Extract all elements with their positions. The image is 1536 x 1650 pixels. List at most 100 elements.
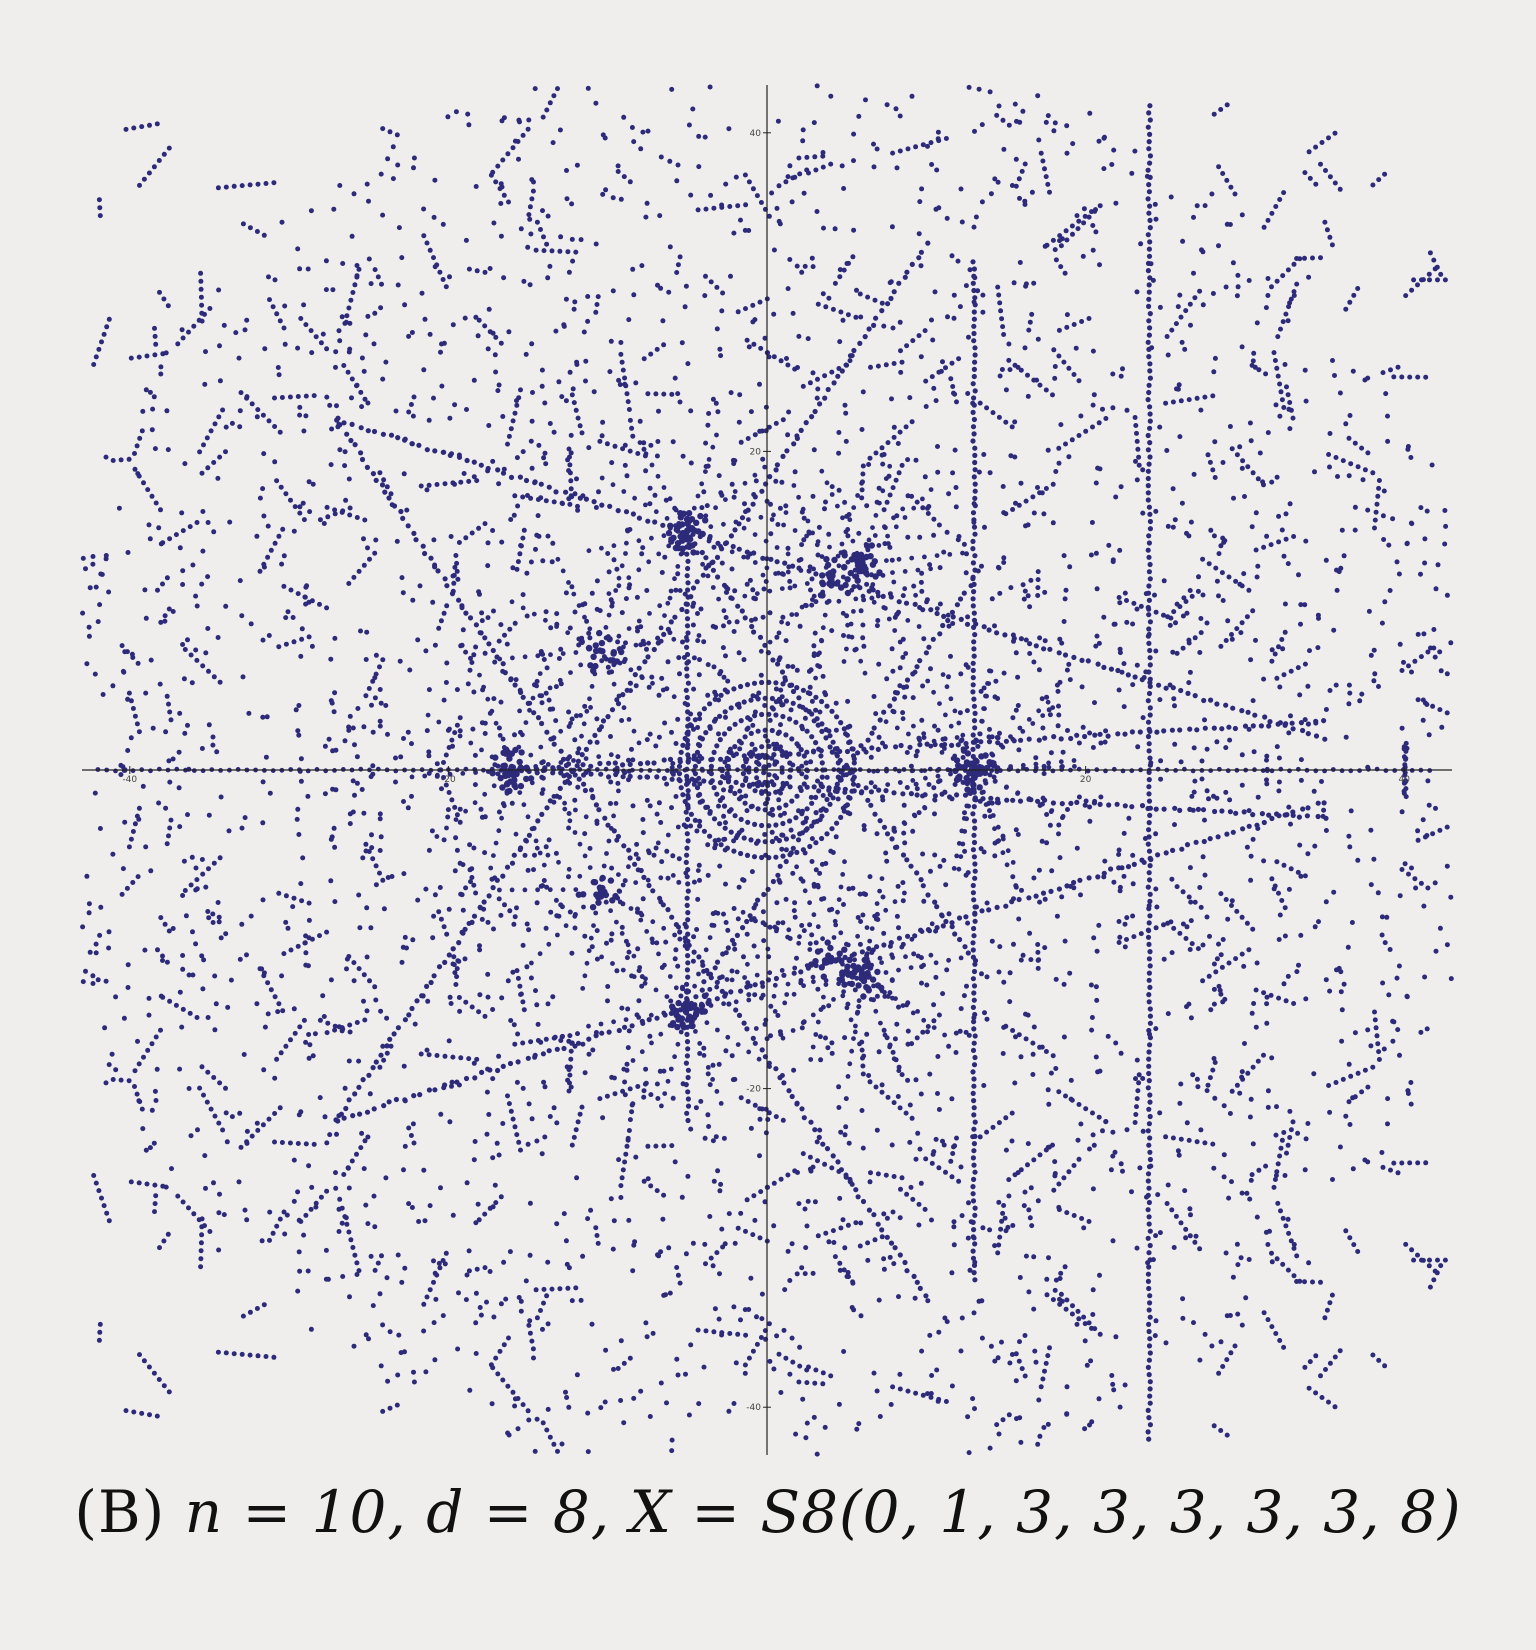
data-point	[992, 778, 998, 784]
data-point	[579, 733, 584, 739]
data-point	[605, 551, 611, 556]
data-point	[1147, 275, 1153, 281]
data-point	[1017, 725, 1023, 731]
data-point	[1027, 930, 1033, 936]
data-point	[1298, 720, 1304, 726]
data-point	[941, 1142, 947, 1148]
data-point	[611, 1218, 617, 1224]
data-point	[254, 1120, 260, 1126]
data-point	[409, 1005, 415, 1012]
data-point	[585, 318, 591, 324]
data-point	[364, 905, 370, 911]
data-point	[467, 615, 474, 621]
data-point	[599, 502, 605, 508]
data-point	[587, 635, 593, 641]
data-point	[1188, 1015, 1194, 1021]
data-point	[978, 688, 984, 694]
data-point	[568, 670, 573, 675]
data-point	[1045, 1421, 1051, 1427]
data-point	[496, 725, 502, 731]
data-point	[1321, 718, 1327, 724]
data-point	[578, 1297, 584, 1303]
data-point	[798, 747, 804, 753]
data-point	[882, 989, 887, 995]
data-point	[972, 958, 979, 964]
data-point	[1124, 1127, 1130, 1133]
data-point	[629, 746, 634, 752]
data-point	[1054, 913, 1060, 919]
data-point	[1323, 828, 1329, 833]
data-point	[1184, 924, 1190, 930]
data-point	[685, 1067, 692, 1073]
data-point	[661, 533, 667, 539]
data-point	[1065, 807, 1070, 812]
data-point	[835, 760, 841, 766]
data-point	[972, 918, 978, 924]
data-point	[564, 1395, 570, 1400]
data-point	[1137, 729, 1143, 735]
data-point	[611, 1366, 616, 1372]
data-point	[932, 899, 938, 905]
data-point	[1234, 1241, 1240, 1247]
data-point	[567, 625, 573, 631]
data-point	[386, 1099, 392, 1105]
data-point	[1018, 480, 1024, 486]
data-point	[799, 509, 805, 515]
data-point	[1147, 898, 1153, 905]
data-point	[865, 737, 871, 743]
data-point	[490, 1076, 496, 1082]
data-point	[1141, 675, 1147, 680]
data-point	[875, 589, 881, 596]
data-point	[890, 668, 896, 674]
data-point	[1145, 432, 1151, 439]
data-point	[685, 838, 691, 844]
data-point	[358, 628, 363, 634]
data-point	[931, 785, 937, 791]
data-point	[927, 1071, 933, 1077]
data-point	[574, 1175, 580, 1181]
data-point	[971, 1270, 977, 1276]
data-point	[705, 804, 711, 810]
data-point	[435, 568, 441, 574]
data-point	[1022, 1333, 1028, 1338]
data-point	[1242, 1041, 1247, 1046]
data-point	[900, 636, 906, 642]
data-point	[785, 286, 791, 292]
data-point	[582, 787, 589, 794]
data-point	[935, 1054, 941, 1059]
data-point	[759, 711, 765, 718]
data-point	[742, 480, 748, 486]
data-point	[1381, 488, 1387, 494]
data-point	[167, 779, 173, 785]
data-point	[844, 1005, 850, 1011]
data-point	[1146, 1357, 1152, 1363]
data-point	[846, 512, 852, 517]
data-point	[675, 528, 681, 534]
data-point	[718, 842, 724, 848]
data-point	[1147, 311, 1153, 317]
data-point	[395, 1372, 401, 1378]
data-point	[587, 662, 594, 669]
data-point	[773, 854, 779, 860]
data-point	[500, 661, 506, 667]
data-point	[669, 914, 675, 920]
data-point	[611, 1019, 616, 1025]
data-point	[509, 860, 516, 866]
data-point	[836, 1401, 842, 1407]
data-point	[755, 897, 761, 903]
data-point	[456, 597, 462, 603]
data-point	[844, 772, 849, 778]
data-point	[750, 1035, 756, 1041]
data-point	[596, 629, 603, 637]
data-point	[261, 451, 267, 457]
data-point	[685, 917, 691, 923]
data-point	[1147, 1006, 1153, 1012]
data-point	[1046, 707, 1052, 713]
data-point	[932, 811, 937, 817]
data-point	[690, 622, 696, 628]
data-point	[306, 1032, 312, 1037]
data-point	[1443, 523, 1449, 529]
data-point	[538, 481, 544, 487]
data-point	[1146, 626, 1152, 632]
data-point	[1190, 807, 1196, 813]
